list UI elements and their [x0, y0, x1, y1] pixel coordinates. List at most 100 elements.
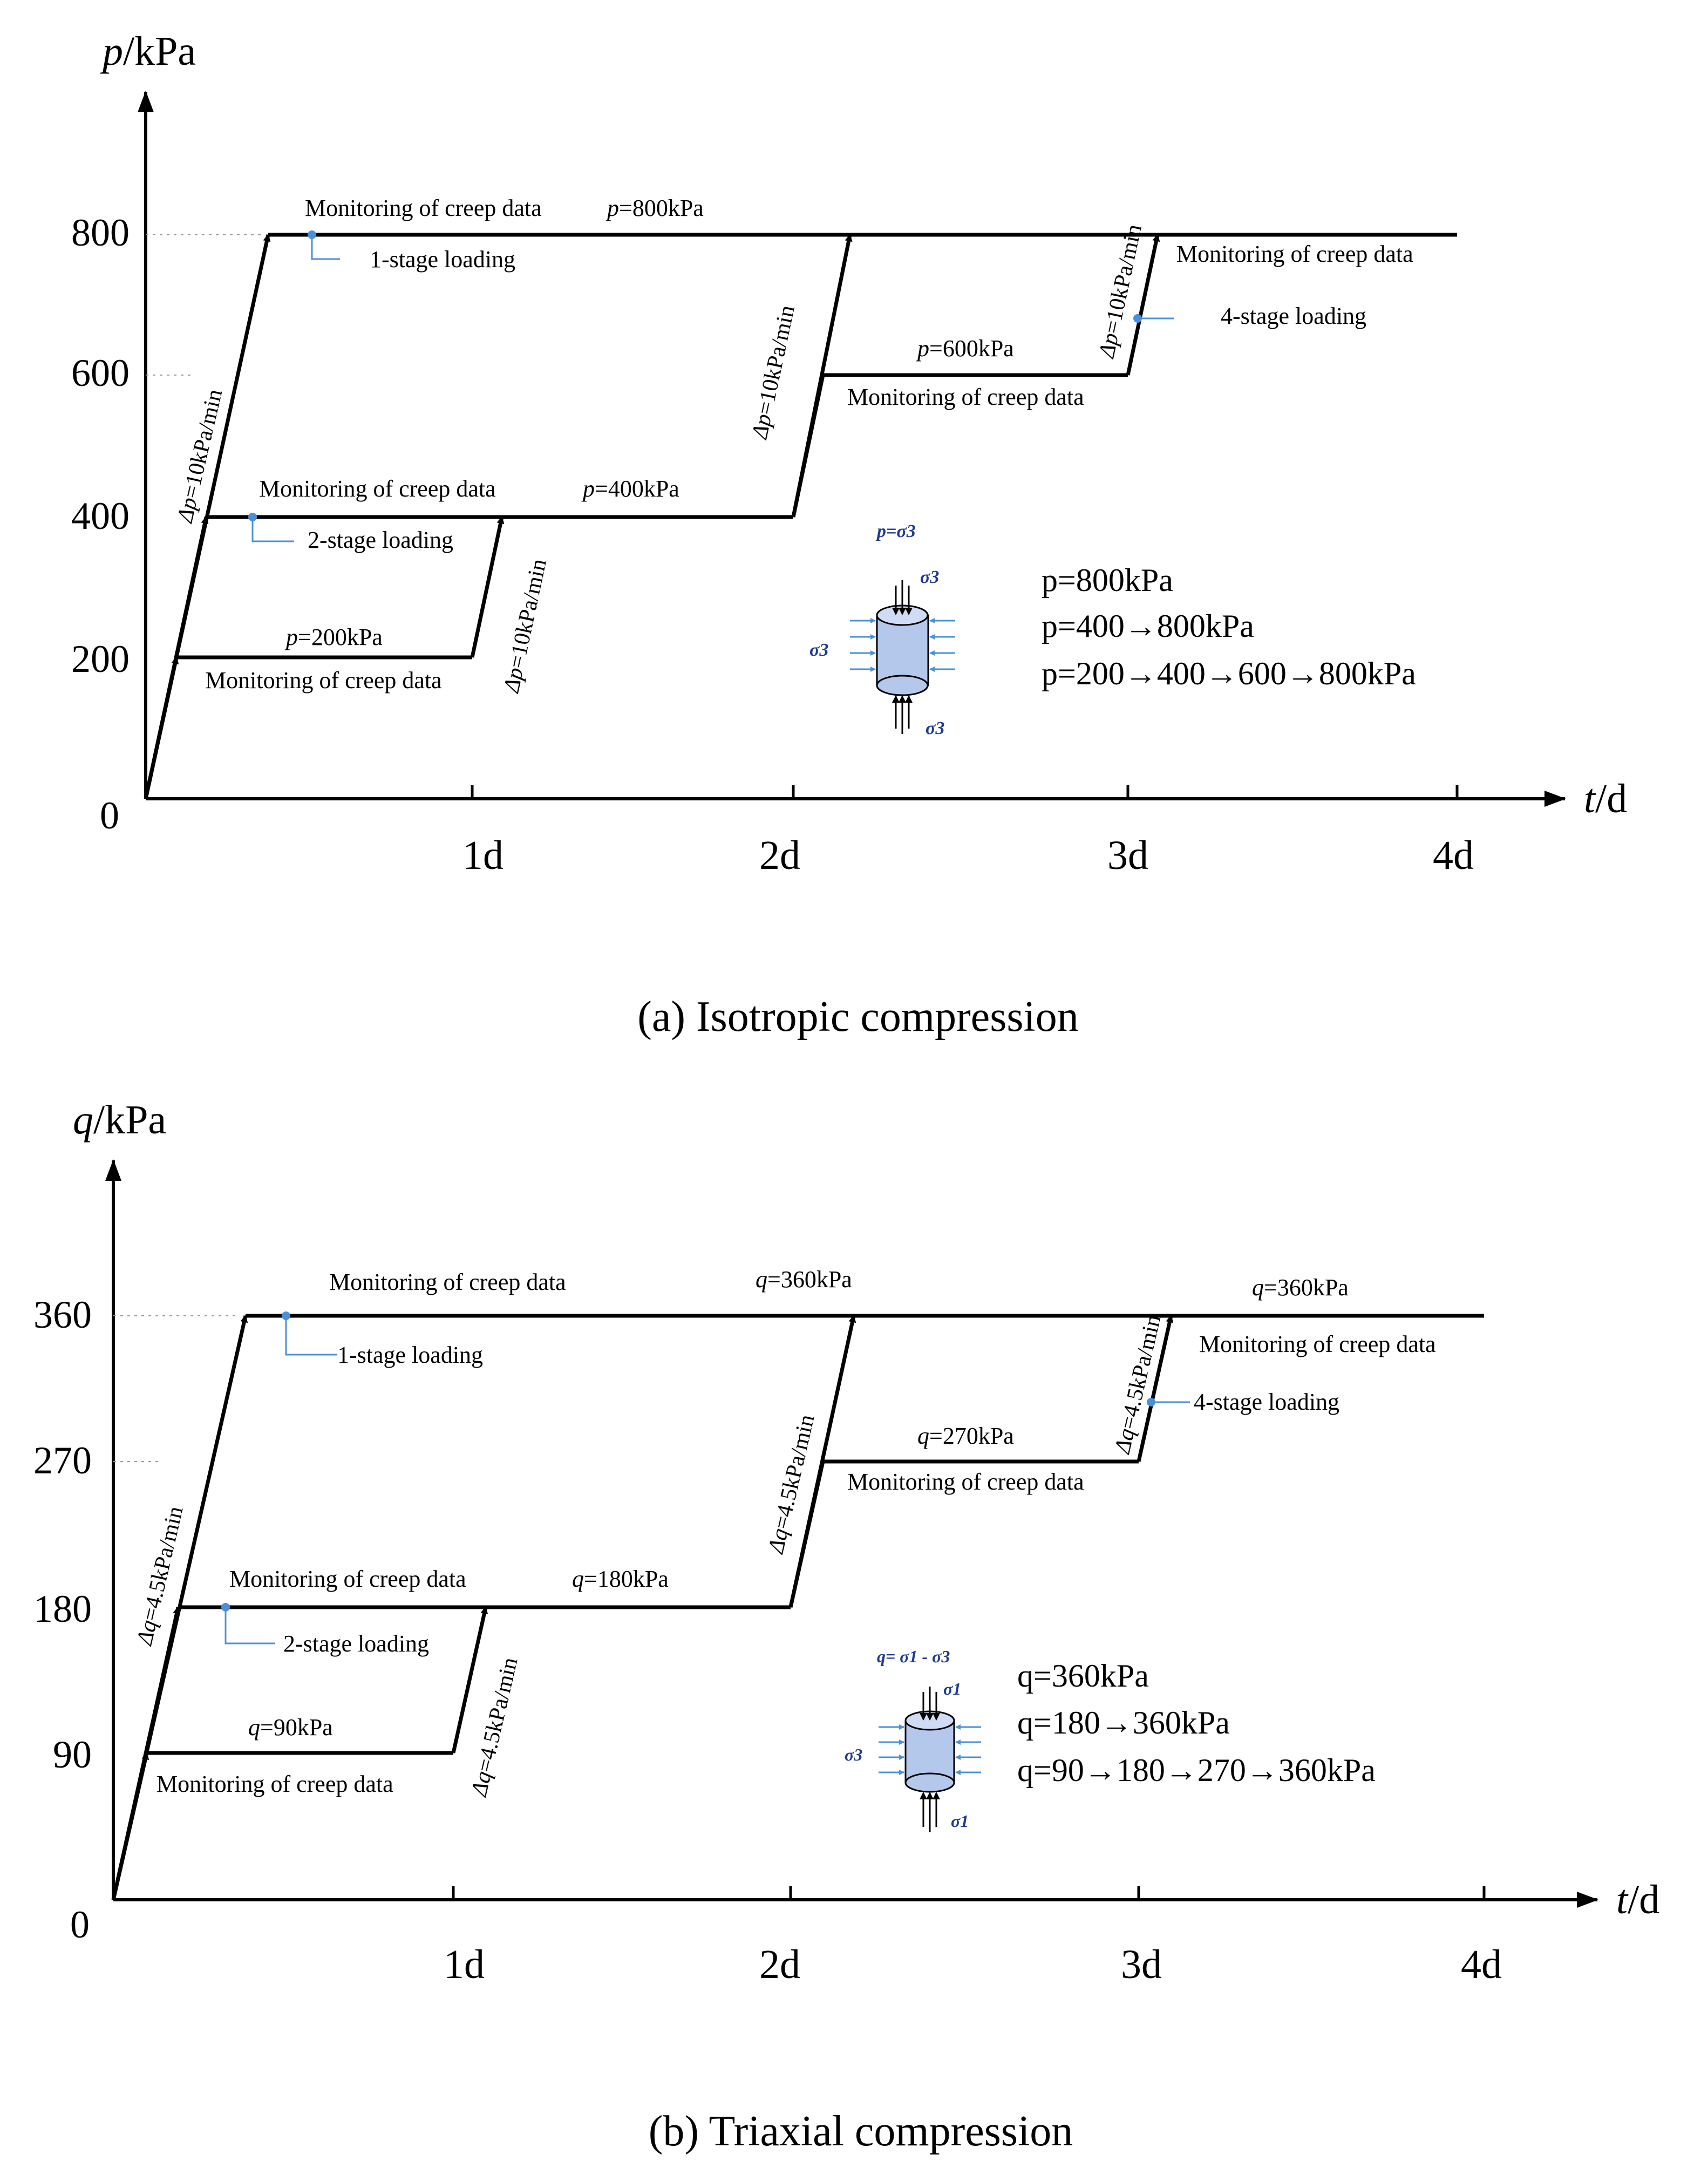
panel-a: p/kPa t/d 0 200 400 600 800 1d 2d 3d 4d — [71, 29, 1627, 1041]
stress-title: p=σ3 — [875, 521, 916, 541]
stage-label: 1-stage loading — [337, 1342, 483, 1368]
stage-dot — [282, 1311, 290, 1320]
stage-dot — [1147, 1398, 1155, 1406]
origin-label: 0 — [70, 1903, 90, 1946]
path-4-rise4 — [1137, 1315, 1174, 1462]
stage-label: 2-stage loading — [283, 1630, 429, 1657]
level-var: q — [917, 1423, 929, 1449]
rate-value: =10kPa/min — [178, 387, 227, 501]
y-axis-var: q — [73, 1097, 93, 1143]
stress-label-bottom: σ1 — [951, 1811, 969, 1831]
rate-value: =4.5kPa/min — [472, 1655, 522, 1775]
x-axis-title: t/d — [1584, 776, 1627, 821]
stress-title: q= σ1 - σ3 — [877, 1647, 950, 1666]
load-schedule-legend: q=360kPa q=180→360kPa q=90→180→270→360kP… — [1017, 1658, 1376, 1788]
marker-leader-2 — [251, 517, 294, 542]
stage-label: 4-stage loading — [1221, 303, 1366, 329]
x-axis-var: t — [1584, 776, 1596, 821]
marker-leader-1 — [311, 235, 340, 260]
y-axis-title: q/kPa — [73, 1097, 166, 1143]
rate-label: Δq=4.5kPa/min — [466, 1655, 522, 1799]
stress-label-bottom: σ3 — [926, 718, 944, 738]
monitoring-label: Monitoring of creep data — [205, 667, 442, 694]
level-label: q=270kPa — [917, 1423, 1014, 1449]
y-tick-labels: 90 180 270 360 — [33, 1293, 92, 1776]
rate-var: Δq — [466, 1769, 496, 1799]
rate-var: Δp — [499, 665, 528, 696]
loading-path-4-stage — [144, 234, 1160, 799]
specimen-bottom-edge — [876, 675, 929, 696]
origin-label: 0 — [100, 794, 119, 837]
rate-var: Δp — [747, 412, 777, 442]
x-axis-var: t — [1616, 1877, 1629, 1922]
level-var: p — [284, 624, 298, 650]
rate-var: Δq — [132, 1617, 162, 1648]
level-var: p — [916, 335, 929, 362]
monitoring-label: Monitoring of creep data — [847, 384, 1084, 410]
x-axis-title: t/d — [1616, 1877, 1659, 1922]
monitoring-label: Monitoring of creep data — [305, 195, 542, 221]
path-4-rise3 — [791, 375, 825, 518]
y-tick-label: 800 — [71, 211, 130, 254]
y-tick-label: 180 — [33, 1587, 92, 1630]
rate-value: =10kPa/min — [752, 303, 800, 417]
rate-label: Δp=10kPa/min — [499, 557, 552, 696]
marker-leader-2 — [224, 1607, 275, 1644]
stress-label-top: σ3 — [920, 567, 939, 587]
specimen-body — [876, 614, 929, 687]
stage-markers — [251, 235, 1174, 542]
monitoring-label: Monitoring of creep data — [259, 475, 496, 502]
monitoring-label: Monitoring of creep data — [156, 1771, 393, 1797]
legend-line: q=90→180→270→360kPa — [1017, 1752, 1376, 1788]
stage-markers — [224, 1316, 1190, 1644]
caption-a: (a) Isotropic compression — [637, 993, 1079, 1041]
level-value: =600kPa — [929, 335, 1014, 362]
x-axis-unit: /d — [1595, 776, 1627, 821]
stage-label: 1-stage loading — [370, 246, 515, 273]
level-label: p=200kPa — [284, 624, 383, 650]
x-tick-label: 4d — [1433, 833, 1474, 878]
x-tick-labels: 1d 2d 3d 4d — [462, 833, 1474, 878]
stress-label-top: σ1 — [943, 1679, 961, 1698]
level-label: p=800kPa — [605, 195, 704, 221]
y-tick-label: 90 — [53, 1733, 92, 1776]
level-label: q=180kPa — [572, 1566, 669, 1592]
path-4-rise2 — [451, 1606, 488, 1753]
monitoring-label: Monitoring of creep data — [229, 1566, 466, 1592]
rate-var: Δq — [1110, 1426, 1140, 1457]
x-axis-unit: /d — [1628, 1877, 1659, 1922]
path-4-rise1 — [111, 1752, 149, 1900]
rate-label: Δq=4.5kPa/min — [763, 1412, 819, 1557]
level-value: =360kPa — [767, 1266, 852, 1293]
level-value: =800kPa — [619, 195, 704, 221]
load-schedule-legend: p=800kPa p=400→800kPa p=200→400→600→800k… — [1042, 562, 1416, 691]
stress-label-side: σ3 — [845, 1745, 862, 1764]
legend-line: p=800kPa — [1042, 562, 1173, 598]
legend-line: p=400→800kPa — [1042, 608, 1254, 644]
specimen-sketch: q= σ1 - σ3 — [845, 1647, 981, 1832]
rate-label: Δp=10kPa/min — [747, 303, 800, 442]
level-label: p=600kPa — [916, 335, 1014, 362]
level-label: q=90kPa — [248, 1714, 333, 1741]
y-tick-label: 600 — [71, 351, 130, 395]
y-tick-label: 400 — [71, 494, 130, 538]
specimen-body — [904, 1719, 955, 1784]
level-value: =180kPa — [584, 1566, 669, 1592]
stress-label-side: σ3 — [809, 640, 828, 660]
x-tick-label: 3d — [1121, 1942, 1162, 1987]
level-value: =90kPa — [260, 1714, 333, 1741]
x-ticks — [471, 785, 1459, 799]
rate-var: Δp — [1094, 331, 1124, 361]
x-tick-label: 1d — [462, 833, 503, 878]
y-tick-label: 200 — [71, 637, 130, 681]
level-var: q — [248, 1714, 260, 1741]
y-axis-unit: /kPa — [123, 29, 196, 74]
level-var: p — [605, 195, 619, 221]
y-axis-unit: /kPa — [93, 1097, 166, 1143]
rate-label: Δq=4.5kPa/min — [132, 1504, 188, 1648]
path-4-rise1 — [144, 656, 179, 799]
level-var: q — [572, 1566, 584, 1592]
path-4-rise4 — [1126, 234, 1160, 376]
monitoring-label: Monitoring of creep data — [1176, 241, 1413, 267]
